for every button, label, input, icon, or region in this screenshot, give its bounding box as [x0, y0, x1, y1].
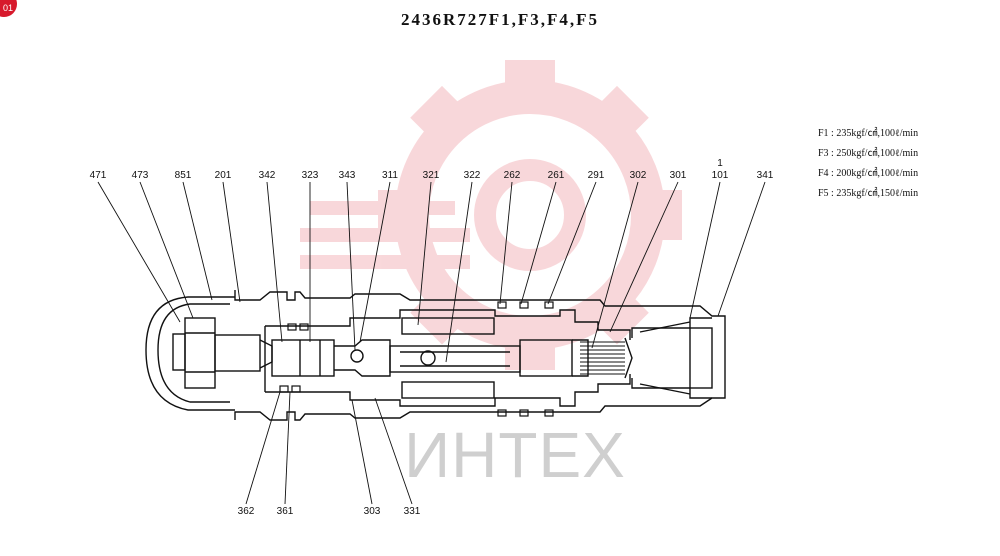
legend-item-f5: F5 : 235kgf/㎠,150ℓ/min: [818, 188, 919, 199]
part-label: 1: [717, 158, 723, 169]
watermark-text: ИНТЕХ: [404, 419, 626, 491]
spec-legend: F1 : 235kgf/㎠,100ℓ/min F3 : 250kgf/㎠,100…: [818, 124, 918, 204]
legend-item-f4: F4 : 200kgf/㎠,100ℓ/min: [818, 168, 919, 179]
part-label: 361: [277, 506, 294, 517]
part-label: 342: [259, 170, 276, 181]
main-spring: [580, 341, 625, 375]
part-label: 291: [588, 170, 605, 181]
top-part-labels: 471 473 851 201 342 323 343 311 321 322 …: [90, 158, 774, 181]
part-label: 302: [630, 170, 647, 181]
legend-item-f1: F1 : 235kgf/㎠,100ℓ/min: [818, 128, 919, 139]
part-label: 301: [670, 170, 687, 181]
part-label: 321: [423, 170, 440, 181]
part-label: 311: [382, 170, 398, 181]
part-label: 303: [364, 506, 381, 517]
seal-rings: [279, 301, 554, 417]
part-label: 331: [404, 506, 421, 517]
part-label: 201: [215, 170, 232, 181]
part-label: 343: [339, 170, 356, 181]
part-label: 362: [238, 506, 255, 517]
page-title: 2436R727F1,F3,F4,F5: [400, 10, 600, 29]
watermark-gear-icon: [300, 60, 682, 370]
leader-lines: [97, 181, 766, 505]
part-label: 262: [504, 170, 521, 181]
part-label: 322: [464, 170, 481, 181]
part-label: 473: [132, 170, 149, 181]
part-label: 341: [757, 170, 774, 181]
part-label: 261: [548, 170, 565, 181]
valve-outline: [145, 290, 726, 421]
part-label: 101: [712, 170, 729, 181]
legend-item-f3: F3 : 250kgf/㎠,100ℓ/min: [818, 148, 919, 159]
bottom-part-labels: 362 361 303 331: [238, 506, 421, 517]
corner-badge: 01: [0, 0, 17, 17]
part-label: 851: [175, 170, 192, 181]
part-label: 323: [302, 170, 319, 181]
part-label: 471: [90, 170, 107, 181]
